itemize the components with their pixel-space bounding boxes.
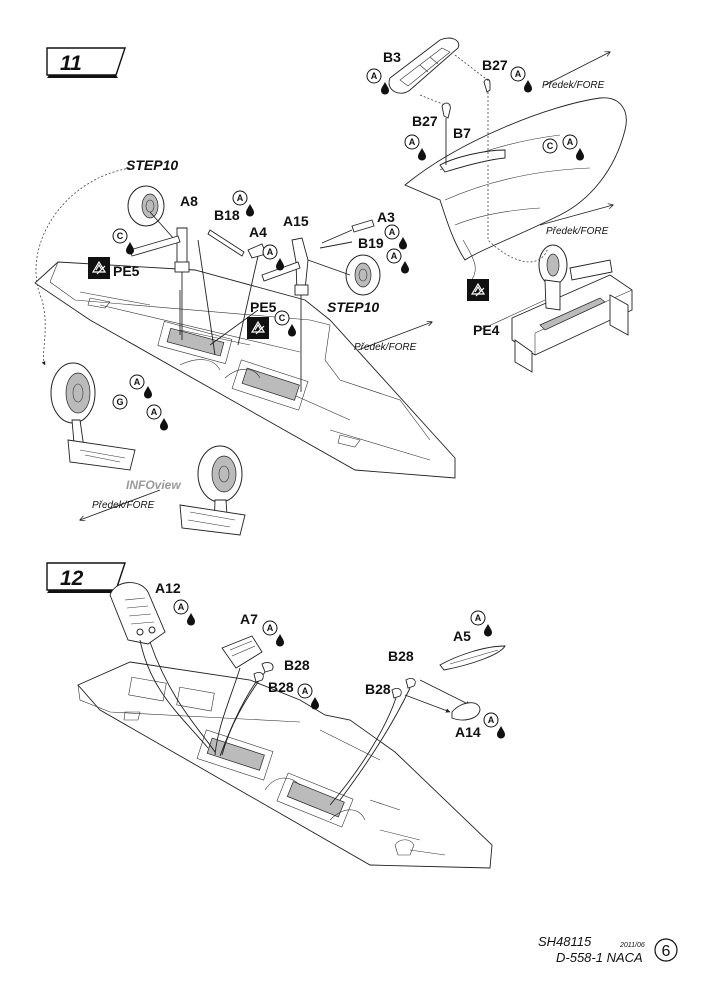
label-A3: A3 bbox=[377, 209, 395, 225]
part-PE5-strut-a bbox=[129, 235, 181, 257]
svg-text:A: A bbox=[267, 247, 274, 257]
svg-text:A: A bbox=[389, 227, 396, 237]
label-fore-4: Předek/FORE bbox=[92, 500, 155, 511]
part-B19 bbox=[319, 241, 353, 249]
label-A15: A15 bbox=[283, 213, 309, 229]
label-A5: A5 bbox=[453, 628, 471, 644]
fuselage-nose bbox=[404, 97, 627, 283]
paint-code-circle-icon: A A A A A bbox=[173, 599, 505, 739]
wheel-step10-right bbox=[307, 254, 381, 296]
part-B28-d bbox=[329, 687, 402, 806]
svg-text:C: C bbox=[279, 313, 286, 323]
part-A15-gear-leg bbox=[179, 237, 309, 392]
part-B28-b bbox=[219, 671, 264, 757]
label-fore-1: Předek/FORE bbox=[542, 80, 605, 91]
label-B28-d: B28 bbox=[365, 681, 391, 697]
fore-arrow-icon bbox=[80, 489, 161, 520]
svg-text:A: A bbox=[134, 377, 141, 387]
step-12-number-box: 12 bbox=[46, 562, 126, 593]
label-A14: A14 bbox=[455, 724, 481, 740]
print-date: 2011/06 bbox=[619, 942, 645, 949]
label-A8: A8 bbox=[180, 193, 198, 209]
step-11-number-box: 11 bbox=[46, 47, 126, 78]
label-infoview: INFOview bbox=[126, 478, 181, 492]
svg-text:A: A bbox=[237, 193, 244, 203]
step-11-number: 11 bbox=[60, 52, 82, 75]
svg-text:C: C bbox=[547, 141, 554, 151]
part-B28-c bbox=[339, 677, 416, 801]
fore-arrow-icon bbox=[544, 52, 610, 86]
photo-etch-icon bbox=[87, 256, 111, 280]
svg-text:A: A bbox=[567, 137, 574, 147]
label-B28-b: B28 bbox=[268, 679, 294, 695]
step-12: 12 bbox=[46, 562, 506, 869]
part-B27-left bbox=[441, 102, 451, 165]
label-B18: B18 bbox=[214, 207, 240, 223]
footer: SH48115 2011/06 D-558-1 NACA 6 bbox=[538, 934, 678, 965]
wheel-step10-top bbox=[127, 185, 176, 241]
svg-text:C: C bbox=[117, 231, 124, 241]
svg-text:A: A bbox=[178, 602, 185, 612]
page-number-circle bbox=[654, 938, 678, 962]
label-B27-left: B27 bbox=[412, 113, 438, 129]
part-A7 bbox=[214, 635, 263, 756]
label-A4: A4 bbox=[249, 224, 267, 240]
photo-etch-icon bbox=[246, 316, 270, 340]
label-B28-a: B28 bbox=[284, 657, 310, 673]
svg-text:A: A bbox=[409, 137, 416, 147]
part-B18 bbox=[207, 229, 245, 257]
kit-code: SH48115 bbox=[538, 934, 592, 949]
fore-arrow-icon bbox=[357, 322, 432, 351]
svg-text:G: G bbox=[116, 397, 123, 407]
gear-infoview bbox=[179, 445, 246, 536]
label-B3: B3 bbox=[383, 49, 401, 65]
label-fore-3: Předek/FORE bbox=[354, 342, 417, 353]
label-PE5-b: PE5 bbox=[250, 299, 277, 315]
gear-bay-PE4 bbox=[479, 165, 633, 373]
svg-text:A: A bbox=[151, 407, 158, 417]
label-step10-a: STEP10 bbox=[126, 157, 178, 173]
wing-step11 bbox=[34, 261, 456, 479]
model-name: D-558-1 NACA bbox=[556, 950, 643, 965]
svg-text:A: A bbox=[488, 715, 495, 725]
label-step10-b: STEP10 bbox=[327, 299, 379, 315]
label-A12: A12 bbox=[155, 580, 181, 596]
part-A4 bbox=[237, 243, 267, 346]
fore-arrow-icon bbox=[539, 205, 613, 226]
label-B19: B19 bbox=[358, 235, 384, 251]
svg-text:A: A bbox=[475, 613, 482, 623]
paint-code-circle-icon: A A A C A A C A A A C A G A bbox=[112, 66, 584, 431]
part-B27-right bbox=[483, 78, 491, 160]
part-A14 bbox=[404, 694, 481, 721]
part-A12 bbox=[109, 582, 216, 753]
part-A3 bbox=[321, 219, 375, 244]
svg-text:A: A bbox=[267, 623, 274, 633]
label-B28-c: B28 bbox=[388, 648, 414, 664]
page-number: 6 bbox=[662, 943, 671, 960]
label-PE5-a: PE5 bbox=[113, 263, 140, 279]
part-PE5-strut-b bbox=[261, 261, 301, 282]
svg-text:A: A bbox=[302, 686, 309, 696]
step-11: 11 bbox=[34, 37, 633, 536]
label-fore-2: Předek/FORE bbox=[546, 226, 609, 237]
svg-text:A: A bbox=[371, 71, 378, 81]
label-A7: A7 bbox=[240, 611, 258, 627]
part-A8-gear-leg bbox=[174, 227, 190, 340]
gear-detail-lower-left bbox=[50, 362, 136, 471]
wing-step12 bbox=[77, 661, 493, 869]
part-A5 bbox=[419, 645, 506, 706]
step-12-number: 12 bbox=[60, 567, 84, 590]
svg-text:A: A bbox=[515, 69, 522, 79]
photo-etch-icon bbox=[466, 278, 490, 302]
svg-text:A: A bbox=[391, 251, 398, 261]
label-PE4: PE4 bbox=[473, 322, 500, 338]
part-B3-frame bbox=[388, 37, 460, 94]
label-B27-top: B27 bbox=[482, 57, 508, 73]
label-B7: B7 bbox=[453, 125, 471, 141]
